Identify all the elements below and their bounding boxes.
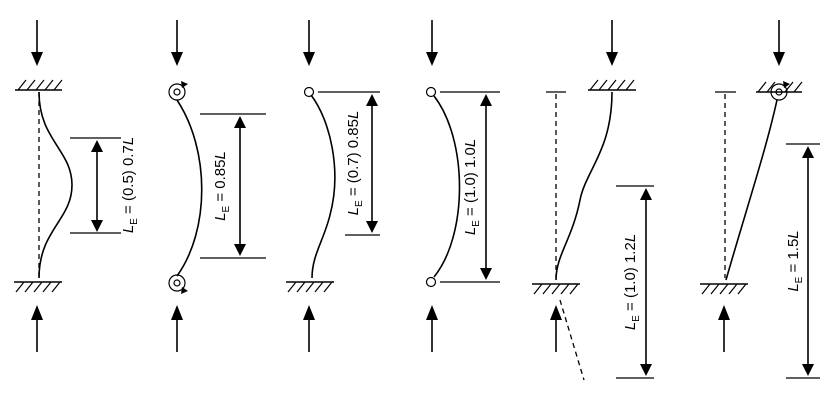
top-pin-icon xyxy=(425,86,437,98)
column-pinned-pinned-rotational: LE = 0.85L xyxy=(168,20,266,352)
column-fixed-fixed: LE = (0.5) 0.7L xyxy=(14,20,140,352)
bottom-load-arrow xyxy=(718,305,730,352)
effective-length-dimension xyxy=(70,137,121,234)
bottom-fixed-support xyxy=(700,283,748,295)
effective-length-dimension xyxy=(786,143,820,379)
top-pin-icon xyxy=(303,86,315,98)
column-fixed-pinned-sway: LE = 1.5L xyxy=(700,20,820,379)
buckled-shape xyxy=(310,94,336,279)
top-fixed-support xyxy=(756,81,803,93)
effective-length-label: LE = (1.0) 1.2L xyxy=(622,234,642,330)
top-fixed-support xyxy=(588,79,636,91)
bottom-load-arrow xyxy=(171,305,183,352)
top-load-arrow xyxy=(426,20,438,66)
bottom-fixed-support xyxy=(286,281,334,293)
top-fixed-support xyxy=(15,79,63,91)
bottom-rotational-spring-icon xyxy=(168,274,188,294)
buckled-shape xyxy=(433,95,461,278)
effective-length-dimension xyxy=(200,113,266,259)
effective-length-dimension xyxy=(318,91,380,236)
buckled-shape xyxy=(176,99,203,277)
column-fixed-pinned: LE = (0.7) 0.85L xyxy=(286,20,380,352)
bottom-pin-icon xyxy=(425,276,437,288)
column-fixed-free-sway: LE = (1.0) 1.2L xyxy=(532,20,654,381)
top-load-arrow xyxy=(31,20,43,66)
buckled-shape xyxy=(725,99,778,281)
buckled-shape xyxy=(555,91,613,281)
column-pinned-pinned: LE = (1.0) 1.0L xyxy=(425,20,500,352)
top-load-arrow xyxy=(606,20,618,66)
effective-length-label: LE = 0.85L xyxy=(212,151,232,221)
bottom-load-arrow xyxy=(31,305,43,352)
bottom-load-arrow xyxy=(303,305,315,352)
effective-length-label: LE = (0.7) 0.85L xyxy=(345,111,365,216)
bottom-fixed-support xyxy=(532,283,580,295)
top-load-arrow xyxy=(303,20,315,66)
effective-length-dimension xyxy=(440,91,500,283)
effective-length-dimension xyxy=(616,185,654,379)
bottom-load-arrow xyxy=(426,305,438,352)
top-rotational-spring-icon xyxy=(168,81,188,101)
mirrored-extension xyxy=(559,299,585,381)
effective-length-label: LE = (1.0) 1.0L xyxy=(462,139,482,235)
top-load-arrow xyxy=(773,20,785,66)
bottom-fixed-support xyxy=(14,281,62,293)
top-load-arrow xyxy=(171,20,183,66)
top-rotational-spring-icon xyxy=(770,81,790,101)
buckled-shape xyxy=(38,91,73,279)
effective-length-label: LE = (0.5) 0.7L xyxy=(120,137,140,233)
bottom-load-arrow xyxy=(550,305,562,352)
effective-length-label: LE = 1.5L xyxy=(785,230,805,291)
